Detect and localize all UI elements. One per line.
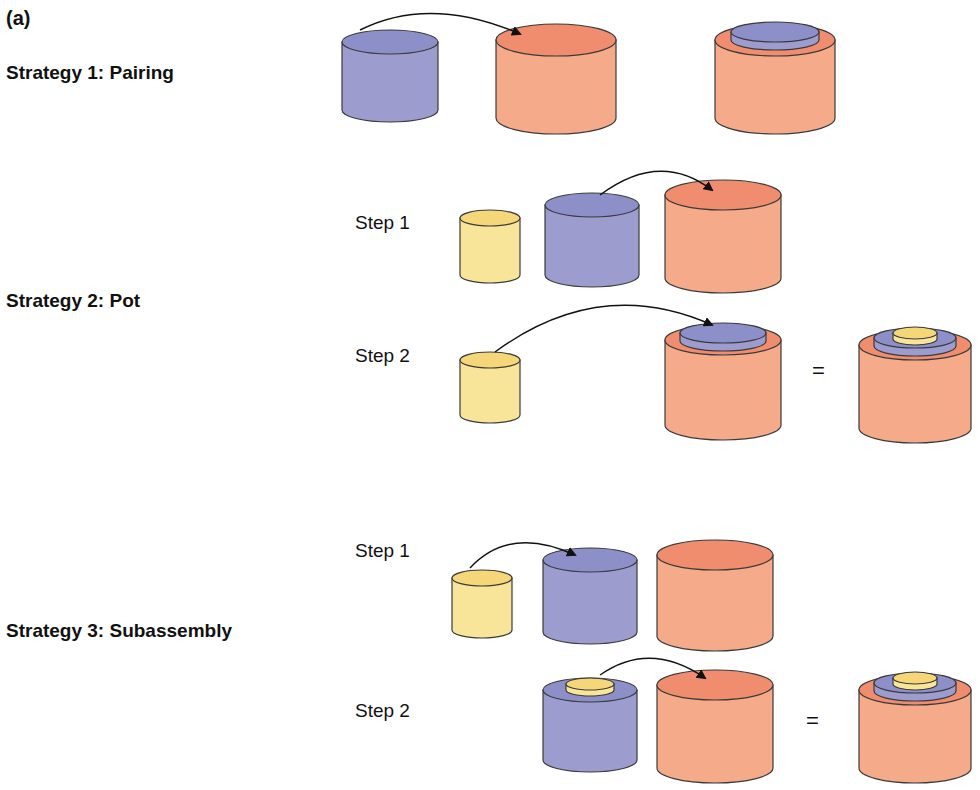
equals-sign: =	[812, 358, 825, 384]
panel-letter: (a)	[6, 6, 30, 30]
equals-sign: =	[806, 708, 819, 734]
step-label: Step 1	[355, 540, 410, 563]
step-label: Step 1	[355, 212, 410, 235]
strategy-title: Strategy 2: Pot	[6, 290, 140, 313]
step-label: Step 2	[355, 700, 410, 723]
step-label: Step 2	[355, 345, 410, 368]
strategy-title: Strategy 1: Pairing	[6, 62, 174, 85]
strategy-title: Strategy 3: Subassembly	[6, 620, 232, 643]
